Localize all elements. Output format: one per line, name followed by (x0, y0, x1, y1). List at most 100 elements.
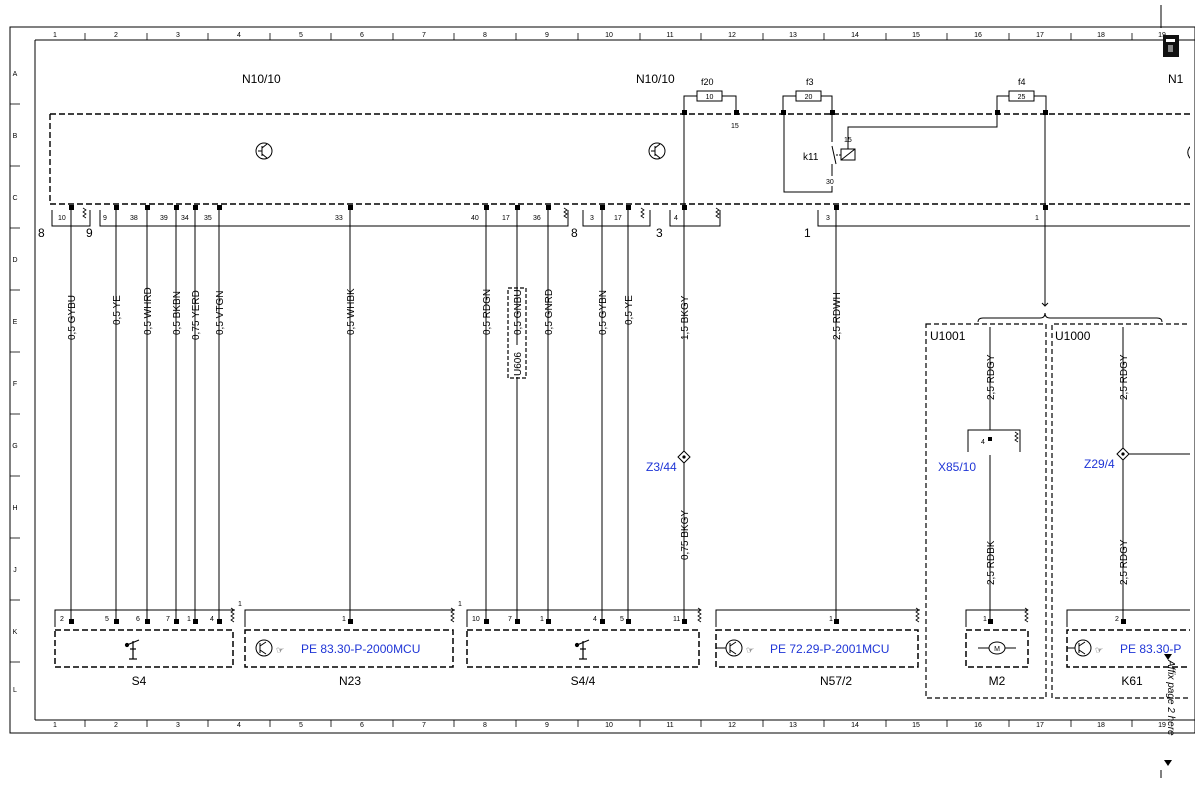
row-label: A (13, 71, 18, 78)
col-label: 18 (1097, 722, 1105, 729)
pin-labels-top: 10 9 38 39 34 35 33 40 17 36 3 17 4 3 1 (58, 215, 1039, 222)
pin-label: 1 (187, 616, 191, 623)
row-label: B (13, 133, 18, 140)
row-label: H (12, 505, 17, 512)
fuse-name: f4 (1018, 77, 1026, 87)
connector-number: 8 (38, 226, 45, 240)
row-label: G (12, 443, 17, 450)
pin-label: 9 (103, 215, 107, 222)
pin-label: 4 (210, 616, 214, 623)
pin-label: 4 (981, 439, 985, 446)
wire-group-u606: U606 (507, 287, 527, 379)
col-label: 5 (299, 32, 303, 39)
component-name: N57/2 (820, 674, 852, 688)
wire-label: 2,5 RDGY (1119, 354, 1130, 400)
connector-x8510: 4 X85/10 (938, 429, 1021, 474)
col-label: 1 (53, 32, 57, 39)
component-name: N23 (339, 674, 361, 688)
col-label: 18 (1097, 32, 1105, 39)
col-label: 19 (1158, 722, 1166, 729)
column-labels-top: 1 2 3 4 5 6 7 8 9 10 11 12 13 14 15 16 1… (53, 32, 1166, 39)
connector-link[interactable]: X85/10 (938, 460, 976, 474)
col-label: 7 (422, 32, 426, 39)
row-label: L (13, 687, 17, 694)
col-label: 11 (666, 32, 673, 39)
wire-label: 2,5 RDBK (986, 540, 997, 585)
pin-label: 4 (593, 616, 597, 623)
switch-icon (124, 639, 140, 660)
col-label: 19 (1158, 32, 1166, 39)
connector-number: 8 (571, 226, 578, 240)
pin-label: 3 (826, 215, 830, 222)
pin-label: 10 (472, 616, 480, 623)
col-label: 15 (912, 722, 920, 729)
col-label: 12 (728, 32, 736, 39)
relay-k11: k11 15 30 (783, 114, 998, 193)
col-label: 14 (851, 722, 859, 729)
col-label: 1 (53, 722, 57, 729)
reference-link[interactable]: PE 72.29-P-2001MCU (770, 642, 889, 656)
reference-link[interactable]: PE 83.30-P-2000MCU (301, 642, 420, 656)
col-label: 3 (176, 722, 180, 729)
wire-label: 0,5 GNBU (513, 289, 524, 335)
wire-label: 0,5 GNRD (544, 289, 555, 335)
connector-labels: 8 9 8 3 1 (38, 226, 811, 240)
pin-label: 1 (238, 601, 242, 608)
col-label: 10 (605, 722, 613, 729)
col-label: 17 (1036, 722, 1044, 729)
pin-label: 5 (105, 616, 109, 623)
splice-z294: Z29/4 (1084, 447, 1130, 471)
col-label: 6 (360, 722, 364, 729)
fuse-value: 10 (706, 94, 714, 101)
pin-label: 36 (533, 215, 541, 222)
motor-icon: M (978, 641, 1016, 655)
wire-label: 0,5 BKBN (172, 291, 183, 335)
pin-label: 38 (130, 215, 138, 222)
splice-link[interactable]: Z29/4 (1084, 457, 1115, 471)
connector-brackets-top (51, 210, 1190, 227)
pin-label: 11 (673, 616, 680, 623)
col-label: 4 (237, 32, 241, 39)
group-label: U606 (513, 352, 524, 376)
switch-icon (574, 639, 590, 660)
pin-label: 1 (1035, 215, 1039, 222)
pin-label: 10 (58, 215, 66, 222)
fuse-f4: f4 25 (996, 77, 1047, 113)
arrow-down-icon (1164, 760, 1172, 766)
column-labels-bottom: 1 2 3 4 5 6 7 8 9 10 11 12 13 14 15 16 1… (53, 722, 1166, 729)
wire-label: 0,5 GYBN (598, 290, 609, 335)
reference-link[interactable]: PE 83.30-P (1120, 642, 1181, 656)
pin-label: 1 (540, 616, 544, 623)
component-names: S4 N23 S4/4 N57/2 M2 K61 (132, 674, 1143, 688)
pin-label: 34 (181, 215, 189, 222)
pin-label: 1 (829, 616, 833, 623)
col-label: 13 (789, 722, 797, 729)
shield-squiggles (82, 207, 720, 219)
brace-u1001-u1000 (977, 302, 1163, 323)
connector-number: 1 (804, 226, 811, 240)
col-label: 17 (1036, 32, 1044, 39)
pin-label: 7 (508, 616, 512, 623)
hand-point-icon: ☞ (276, 645, 284, 655)
group-label: U1001 (930, 329, 966, 343)
wire-label: 0,75 BKGY (680, 510, 691, 560)
pin-label: 35 (204, 215, 212, 222)
row-label: J (13, 567, 17, 574)
pin-label: 6 (136, 616, 140, 623)
pin-label: 7 (166, 616, 170, 623)
pin-label: 5 (620, 616, 624, 623)
col-label: 2 (114, 722, 118, 729)
col-label: 10 (605, 32, 613, 39)
pin-label: 1 (983, 616, 987, 623)
group-u1000: U1000 (1051, 323, 1190, 699)
col-label: 5 (299, 722, 303, 729)
component-plugs (69, 619, 1126, 624)
pin-label: 17 (502, 215, 510, 222)
row-label: E (13, 319, 18, 326)
fuse-name: f3 (806, 77, 814, 87)
splice-link[interactable]: Z3/44 (646, 460, 677, 474)
component-shield-squiggles (230, 607, 1029, 623)
col-label: 8 (483, 32, 487, 39)
module-label-n1-cut: N1 (1168, 72, 1184, 86)
hand-point-icon: ☞ (746, 645, 754, 655)
